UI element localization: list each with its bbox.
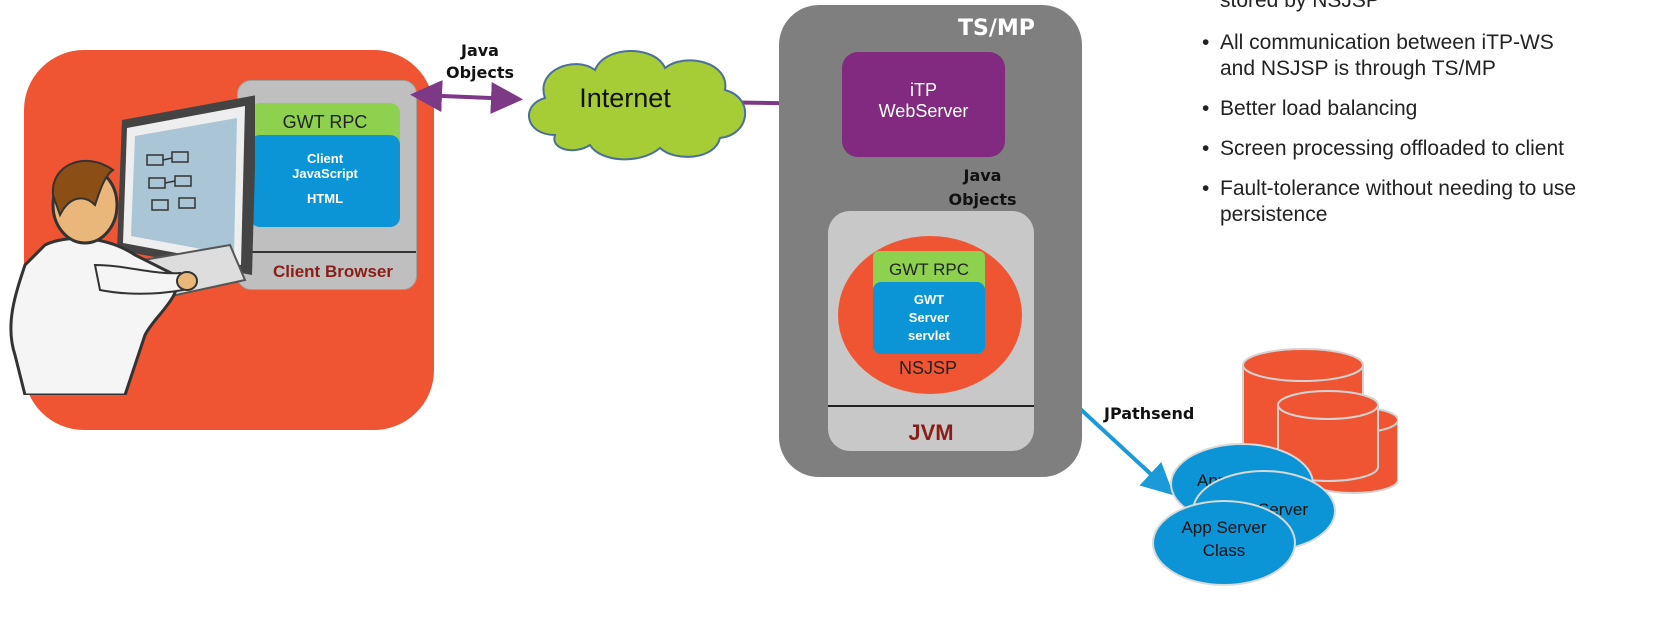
nsjsp-gwt-rpc-label: GWT RPC	[889, 260, 969, 279]
app-server-front-label-2: Class	[1202, 541, 1246, 560]
jvm-label: JVM	[908, 420, 954, 445]
app-server-front-label-1: App Server	[1181, 518, 1267, 537]
java-objects-top-line2: Objects	[445, 63, 515, 82]
notes-list: All communication between iTP-WS and NSJ…	[1200, 30, 1640, 228]
webserver-label-1: iTP	[910, 80, 937, 100]
client-js-box: Client JavaScript HTML	[250, 135, 400, 227]
java-objects-top-line1: Java	[461, 41, 499, 60]
client-browser-label: Client Browser	[273, 262, 393, 281]
webserver-box: iTP WebServer	[842, 52, 1005, 157]
java-objects-top-label: Java Objects	[440, 40, 520, 84]
servlet-label-1: GWT	[913, 292, 945, 307]
note-continuation: stored by NSJSP	[1220, 0, 1380, 12]
database-cylinders-icon	[1242, 348, 1398, 494]
jvm-divider	[828, 405, 1034, 407]
client-js-label-1: Client	[306, 151, 344, 166]
jpathsend-label: JPathsend	[1104, 404, 1195, 423]
internet-cloud-icon	[528, 50, 746, 161]
note-item: All communication between iTP-WS and NSJ…	[1200, 30, 1570, 82]
webserver-label-2: WebServer	[878, 101, 969, 121]
client-html-label: HTML	[306, 191, 344, 206]
java-objects-mid-line2: Objects	[948, 190, 1017, 209]
notes-panel: stored by NSJSP All communication betwee…	[1200, 0, 1640, 242]
client-gwt-rpc-label: GWT RPC	[282, 112, 368, 132]
servlet-label-3: servlet	[908, 328, 950, 343]
java-objects-mid-label: Java Objects	[945, 164, 1020, 212]
servlet-label-2: Server	[908, 310, 950, 325]
app-server-front: App Server Class	[1152, 500, 1296, 586]
gwt-servlet-box: GWT Server servlet	[873, 282, 985, 354]
tsmp-title: TS/MP	[958, 16, 1035, 41]
note-item: Fault-tolerance without needing to use p…	[1200, 176, 1580, 228]
note-item: Better load balancing	[1200, 96, 1640, 122]
nsjsp-label: NSJSP	[898, 358, 958, 378]
java-objects-mid-line1: Java	[963, 166, 1002, 185]
browser-divider	[238, 251, 416, 253]
user-at-computer-icon	[9, 95, 255, 395]
client-js-label-2: JavaScript	[292, 166, 358, 181]
note-item: Screen processing offloaded to client	[1200, 136, 1570, 162]
internet-label: Internet	[579, 83, 671, 113]
